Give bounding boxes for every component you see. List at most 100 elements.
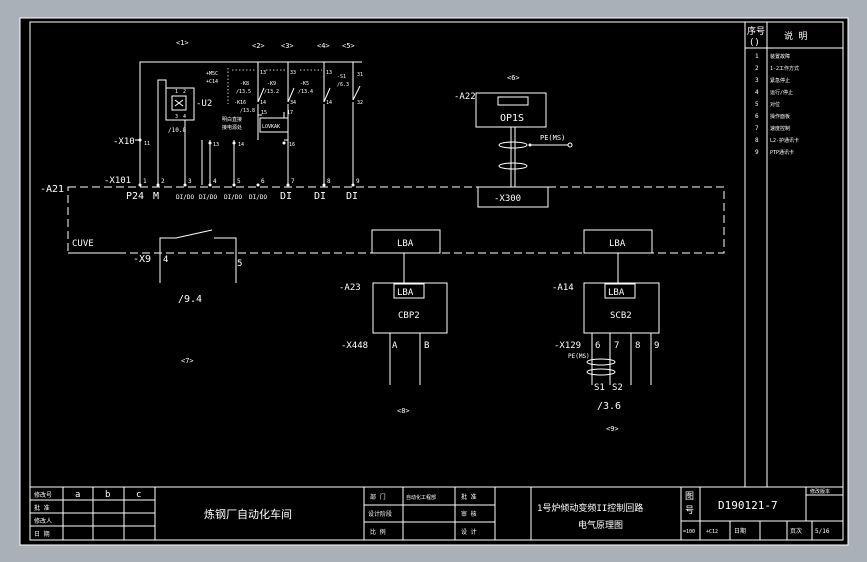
x10-label: -X10 xyxy=(113,137,135,147)
rev-col-c: c xyxy=(136,490,141,500)
outer-border xyxy=(19,17,849,546)
page-value: 5/16 xyxy=(815,528,830,535)
x129-ref: /3.6 xyxy=(597,401,621,412)
relay-k16: -K16 xyxy=(234,100,246,106)
section-marker-4: <4> xyxy=(317,42,330,50)
relay-k9-ref: /13.2 xyxy=(264,89,279,95)
relay-k9: -K9 xyxy=(267,81,276,87)
x129-ms: PE(MS) xyxy=(568,353,590,360)
section-marker-7: <7> xyxy=(181,357,194,365)
contact-33: 33 xyxy=(290,70,296,76)
u2-box xyxy=(165,87,195,121)
contact-34: 34 xyxy=(290,100,296,106)
terminal-label: P24 xyxy=(126,191,144,202)
cbp2-label: CBP2 xyxy=(398,311,420,321)
legend-item-no: 2 xyxy=(755,65,759,72)
terminal-point xyxy=(322,183,326,187)
legend-item-no: 6 xyxy=(755,113,759,120)
relay-s1: -S1 xyxy=(337,74,346,80)
terminal-label: DI xyxy=(314,191,326,202)
legend-header-desc: 说 明 xyxy=(784,30,807,42)
terminal-point xyxy=(256,183,260,187)
approve-label: 批 准 xyxy=(461,493,477,501)
figure-label-2: 号 xyxy=(685,505,694,516)
review-label: 审 核 xyxy=(461,510,477,518)
dept-value: 自动化工程部 xyxy=(406,494,436,501)
relay-k5-ref: /13.4 xyxy=(298,89,313,95)
legend-header-no: 序号 xyxy=(747,25,765,37)
x129-pins: 6 7 8 9 xyxy=(595,341,659,351)
x9-label: -X9 xyxy=(133,254,151,265)
terminal-label: DI xyxy=(280,191,292,202)
x9-ref: /9.4 xyxy=(178,294,202,305)
terminal-number: 4 xyxy=(213,178,217,185)
terminal-number: 3 xyxy=(188,178,192,185)
relay-note-line1: 明白直接 xyxy=(222,116,242,123)
code-a: =100 xyxy=(683,529,695,535)
lba-label-left: LBA xyxy=(397,239,414,249)
x448-b: B xyxy=(424,341,429,351)
legend-item-no: 9 xyxy=(755,149,759,156)
legend-item-no: 8 xyxy=(755,137,759,144)
a14-label: -A14 xyxy=(552,283,574,293)
drawing-title-line1: 1号炉倾动变频II控制回路 xyxy=(537,502,643,514)
x129-label: -X129 xyxy=(554,341,581,351)
relay-k16-ref: /13.8 xyxy=(240,108,255,114)
mid-pin-13: 13 xyxy=(213,142,219,148)
legend-item-desc: 对位 xyxy=(770,101,780,108)
terminal-number: 9 xyxy=(356,178,360,185)
section-marker-8: <8> xyxy=(397,407,410,415)
terminal-label: DI xyxy=(346,191,358,202)
dept-label: 部 门 xyxy=(370,493,386,501)
a21-label: -A21 xyxy=(40,184,64,195)
cbp2-box xyxy=(372,282,448,334)
k16-box xyxy=(259,117,289,133)
terminal-point xyxy=(232,183,236,187)
company-name: 炼钢厂自动化车间 xyxy=(204,507,292,521)
terminal-label: DI/DO xyxy=(199,194,217,201)
u2-pin-1: 1 xyxy=(175,89,178,95)
legend-item-desc: 紧急停止 xyxy=(770,77,790,84)
design-label: 设 计 xyxy=(461,528,477,536)
terminal-label: DI/DO xyxy=(249,194,267,201)
legend-item-desc: PTP通讯卡 xyxy=(770,149,794,156)
terminal-point xyxy=(183,183,187,187)
s2-label: S2 xyxy=(612,383,623,393)
figure-label-1: 图 xyxy=(685,491,694,502)
relay-k8: -K8 xyxy=(240,81,249,87)
op1s-display xyxy=(497,96,529,106)
contact-14a: 14 xyxy=(260,100,266,106)
legend-item-desc: 速度控制 xyxy=(770,125,790,132)
s1-label: S1 xyxy=(594,383,605,393)
legend-item-no: 7 xyxy=(755,125,759,132)
legend-item-no: 3 xyxy=(755,77,759,84)
terminal-number: 2 xyxy=(161,178,165,185)
section-marker-3: <3> xyxy=(281,42,294,50)
terminal-number: 6 xyxy=(261,178,265,185)
terminal-label: DI/DO xyxy=(224,194,242,201)
a22-label: -A22 xyxy=(454,92,476,102)
scb2-lba-box xyxy=(604,283,636,299)
relay-vs-bot: +C14 xyxy=(206,79,218,85)
u2-label: -U2 xyxy=(196,99,212,109)
cbp2-lba-box xyxy=(393,283,425,299)
rev-col-b: b xyxy=(105,490,110,500)
legend-item-no: 1 xyxy=(755,53,759,60)
legend-header-no-sub: () xyxy=(749,38,760,48)
inner-border xyxy=(29,21,844,541)
u2-pin-2: 2 xyxy=(183,89,186,95)
date-label: 日期 xyxy=(734,527,746,535)
drawing-number: D190121-7 xyxy=(718,499,778,512)
contact-17: 17 xyxy=(287,110,293,116)
terminal-point xyxy=(138,183,142,187)
rev-label: 修改号 xyxy=(34,491,52,499)
x9-pin-b: 5 xyxy=(237,259,242,269)
u2-ref: /10.8 xyxy=(168,127,186,134)
section-marker-1: <1> xyxy=(176,39,189,47)
terminal-number: 7 xyxy=(291,178,295,185)
contact-13a: 13 xyxy=(260,70,266,76)
lba-box-left xyxy=(371,229,441,254)
k16-box-label: LOVKAK xyxy=(262,124,280,130)
u2-symbol xyxy=(171,95,187,111)
